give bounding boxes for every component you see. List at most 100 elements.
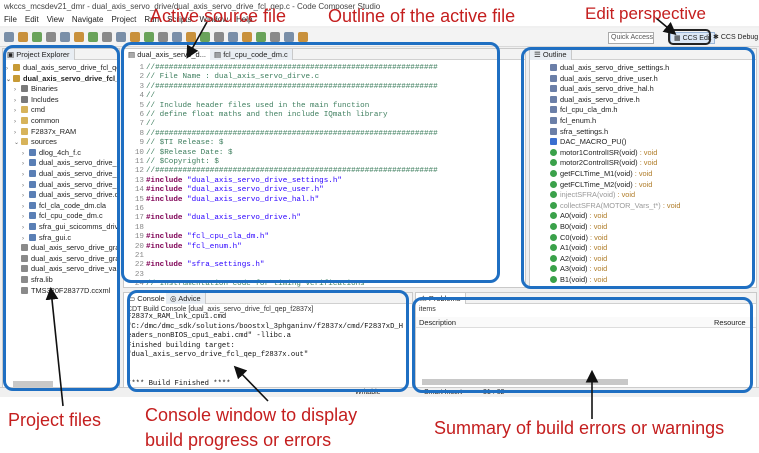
expand-arrow-icon[interactable]: ⌄ — [14, 140, 20, 147]
outline-item[interactable]: dual_axis_servo_drive_settings.h — [550, 63, 669, 73]
menu-item-run[interactable]: Run — [144, 15, 160, 24]
outline-item[interactable]: DAC_MACRO_PU() — [550, 137, 627, 147]
expand-arrow-icon[interactable]: › — [6, 66, 8, 72]
quick-access-input[interactable]: Quick Access — [608, 32, 654, 44]
expand-arrow-icon[interactable]: › — [14, 97, 16, 104]
menu-item-edit[interactable]: Edit — [24, 15, 39, 24]
project-tree-item[interactable]: ⌄dual_axis_servo_drive_fcl_qe — [6, 74, 119, 84]
toolbar-button-icon[interactable] — [130, 32, 140, 42]
expand-arrow-icon[interactable]: › — [22, 214, 24, 221]
toolbar-button-icon[interactable] — [60, 32, 70, 42]
toolbar-button-icon[interactable] — [186, 32, 196, 42]
expand-arrow-icon[interactable]: › — [14, 129, 16, 136]
project-tree-item[interactable]: dual_axis_servo_drive_vars. — [14, 264, 119, 274]
expand-arrow-icon[interactable]: › — [22, 235, 24, 242]
project-explorer-scrollbar[interactable] — [13, 381, 53, 387]
expand-arrow-icon[interactable]: › — [22, 150, 24, 157]
project-tree-item[interactable]: ›dual_axis_servo_drive_ha — [22, 169, 119, 179]
outline-item[interactable]: getFCLTime_M2(void) : void — [550, 180, 652, 190]
outline-item[interactable]: C0(void) : void — [550, 233, 608, 243]
menu-item-view[interactable]: View — [46, 15, 64, 24]
menu-item-navigate[interactable]: Navigate — [71, 15, 104, 24]
resource-column-header[interactable]: Resource — [714, 318, 746, 327]
outline-item[interactable]: getFCLTime_M1(void) : void — [550, 169, 652, 179]
toolbar-button-icon[interactable] — [32, 32, 42, 42]
toolbar-button-icon[interactable] — [242, 32, 252, 42]
advice-tab[interactable]: ◎ Advice — [166, 293, 206, 304]
outline-item[interactable]: fcl_cpu_cla_dm.h — [550, 105, 618, 115]
project-tree-item[interactable]: ›fcl_cla_code_dm.cla — [22, 201, 106, 211]
expand-arrow-icon[interactable]: › — [14, 119, 16, 125]
expand-arrow-icon[interactable]: › — [22, 161, 24, 168]
expand-arrow-icon[interactable]: ⌄ — [6, 76, 12, 83]
description-column-header[interactable]: Description — [419, 318, 456, 327]
project-tree-item[interactable]: ›dual_axis_servo_drive_fcl_qep_ — [6, 63, 119, 73]
menu-item-help[interactable]: Help — [235, 15, 253, 24]
editor-tab-fcl-cpu[interactable]: ▤ fcl_cpu_code_dm.c — [210, 49, 293, 60]
project-tree-item[interactable]: ›dual_axis_servo_drive.c — [22, 190, 118, 200]
project-tree-item[interactable]: ⌄sources — [14, 137, 57, 147]
toolbar-button-icon[interactable] — [158, 32, 168, 42]
menu-item-project[interactable]: Project — [111, 15, 137, 24]
project-tree-item[interactable]: ›sfra_gui_scicomms_drive — [22, 222, 119, 232]
project-tree-item[interactable]: sfra.lib — [14, 275, 53, 285]
toolbar-button-icon[interactable] — [298, 32, 308, 42]
project-tree-item[interactable]: ›fcl_cpu_code_dm.c — [22, 211, 103, 221]
ccs-debug-perspective-button[interactable]: ✱ CCS Debug — [710, 32, 759, 44]
outline-item[interactable]: motor2ControlISR(void) : void — [550, 158, 657, 168]
outline-tab[interactable]: ☰ Outline — [530, 49, 572, 60]
expand-arrow-icon[interactable]: › — [14, 108, 16, 115]
expand-arrow-icon[interactable]: › — [22, 193, 24, 200]
outline-item[interactable]: dual_axis_servo_drive_user.h — [550, 74, 658, 84]
toolbar-button-icon[interactable] — [200, 32, 210, 42]
project-tree-item[interactable]: dual_axis_servo_drive_grap — [14, 243, 119, 253]
outline-item[interactable]: A0(void) : void — [550, 211, 607, 221]
menu-item-file[interactable]: File — [4, 15, 17, 24]
toolbar-button-icon[interactable] — [18, 32, 28, 42]
outline-item[interactable]: B0(void) : void — [550, 222, 607, 232]
expand-arrow-icon[interactable]: › — [22, 203, 24, 210]
expand-arrow-icon[interactable]: › — [14, 87, 16, 94]
toolbar-button-icon[interactable] — [88, 32, 98, 42]
outline-item[interactable]: motor1ControlISR(void) : void — [550, 148, 657, 158]
toolbar-button-icon[interactable] — [172, 32, 182, 42]
project-tree-item[interactable]: ›Binaries — [14, 84, 58, 94]
outline-item[interactable]: sfra_settings.h — [550, 127, 608, 137]
toolbar-button-icon[interactable] — [46, 32, 56, 42]
project-tree-item[interactable]: ›F2837x_RAM — [14, 127, 76, 137]
project-tree-item[interactable]: ›Includes — [14, 95, 59, 105]
project-tree-item[interactable]: ›dual_axis_servo_drive_us — [22, 180, 119, 190]
expand-arrow-icon[interactable]: › — [22, 225, 24, 231]
project-tree-item[interactable]: TMS320F28377D.ccxml — [14, 286, 110, 296]
outline-item[interactable]: A3(void) : void — [550, 264, 607, 274]
code-editor[interactable]: 1//#####################################… — [124, 61, 525, 287]
outline-item[interactable]: fcl_enum.h — [550, 116, 596, 126]
project-tree-item[interactable]: ›dual_axis_servo_drive_cl — [22, 158, 119, 168]
outline-item[interactable]: dual_axis_servo_drive_hal.h — [550, 84, 654, 94]
expand-arrow-icon[interactable]: › — [22, 182, 24, 189]
outline-item[interactable]: A1(void) : void — [550, 243, 607, 253]
toolbar-button-icon[interactable] — [270, 32, 280, 42]
project-tree-item[interactable]: ›dlog_4ch_f.c — [22, 148, 81, 158]
project-tree-item[interactable]: ›sfra_gui.c — [22, 233, 71, 243]
toolbar-button-icon[interactable] — [74, 32, 84, 42]
menu-item-scripts[interactable]: Scripts — [167, 15, 192, 24]
project-tree-item[interactable]: ›common — [14, 116, 59, 126]
problems-scrollbar[interactable] — [422, 379, 628, 385]
outline-item[interactable]: B1(void) : void — [550, 275, 607, 285]
toolbar-button-icon[interactable] — [256, 32, 266, 42]
menu-item-window[interactable]: Window — [199, 15, 228, 24]
outline-item[interactable]: dual_axis_servo_drive.h — [550, 95, 640, 105]
outline-item[interactable]: collectSFRA(MOTOR_Vars_t*) : void — [550, 201, 680, 211]
toolbar-button-icon[interactable] — [116, 32, 126, 42]
expand-arrow-icon[interactable]: › — [22, 172, 24, 178]
toolbar-button-icon[interactable] — [214, 32, 224, 42]
toolbar-button-icon[interactable] — [144, 32, 154, 42]
toolbar-button-icon[interactable] — [228, 32, 238, 42]
project-tree-item[interactable]: dual_axis_servo_drive_grap — [14, 254, 119, 264]
outline-item[interactable]: injectSFRA(void) : void — [550, 190, 635, 200]
outline-item[interactable]: A2(void) : void — [550, 254, 607, 264]
toolbar-button-icon[interactable] — [4, 32, 14, 42]
toolbar-button-icon[interactable] — [102, 32, 112, 42]
project-tree-item[interactable]: ›cmd — [14, 105, 45, 115]
